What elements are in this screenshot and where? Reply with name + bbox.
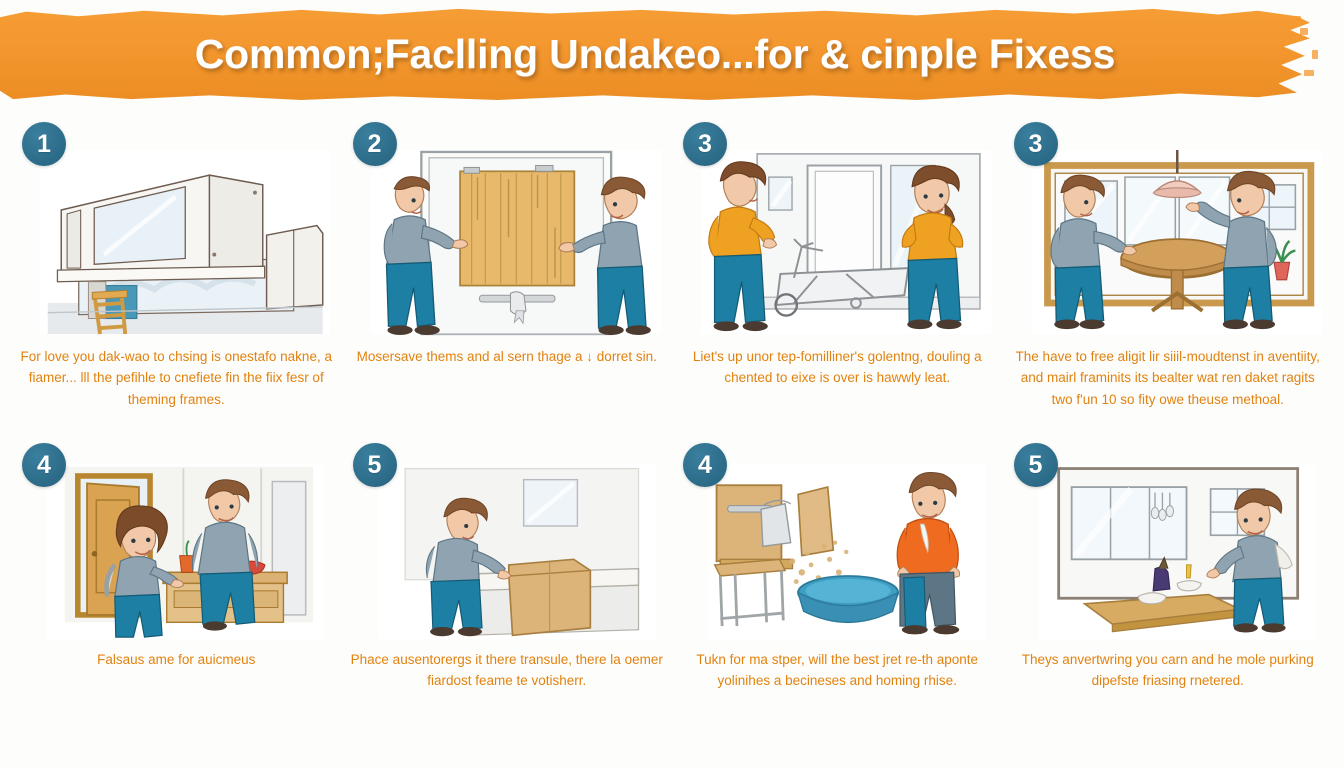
step-panel-1: 1 bbox=[14, 118, 339, 437]
step-caption: Phace ausentorergs it there transule, th… bbox=[350, 652, 663, 689]
illustration-dining-table-lamp bbox=[1031, 148, 1322, 336]
step-number-badge: 1 bbox=[22, 122, 66, 166]
step-panel-2: 2 bbox=[345, 118, 670, 437]
step-caption: Liet's up unor tep-fomilliner's golentng… bbox=[692, 349, 982, 386]
illustration-window-room-table bbox=[1032, 463, 1323, 639]
step-caption: Mosersave thems and al sern thage a ↓ do… bbox=[356, 349, 657, 364]
step-panel-8: 5 bbox=[1006, 439, 1331, 758]
page-title: Common;Faclling Undakeo...for & cinple F… bbox=[194, 30, 1116, 77]
panel-grid: 1 bbox=[14, 118, 1330, 758]
step-number-badge: 4 bbox=[683, 443, 727, 487]
step-caption: The have to free aligit lir siiil-moudte… bbox=[1015, 349, 1320, 407]
step-number-badge: 5 bbox=[352, 443, 397, 487]
step-number-badge: 3 bbox=[683, 122, 727, 166]
illustration-hallway-bicycle bbox=[701, 148, 992, 336]
step-caption: For love you dak-wao to chsing is onesta… bbox=[20, 349, 332, 407]
step-caption: Tukn for ma stper, will the best jret re… bbox=[696, 652, 979, 689]
banner-speck bbox=[1296, 16, 1301, 21]
step-panel-7: 4 bbox=[675, 439, 1000, 758]
step-number-badge: 3 bbox=[1013, 122, 1058, 166]
step-caption: Falsaus ame for auicmeus bbox=[97, 652, 256, 667]
step-panel-5: 4 bbox=[14, 439, 339, 758]
illustration-cabinets-ladder bbox=[40, 148, 331, 336]
banner-brushstroke bbox=[0, 8, 1310, 100]
banner-speck bbox=[1312, 50, 1318, 59]
step-number-badge: 5 bbox=[1013, 443, 1058, 487]
step-caption: Theys anvertwring you carn and he mole p… bbox=[1021, 652, 1314, 689]
illustration-workbench-basin bbox=[701, 463, 992, 639]
banner-speck bbox=[1304, 70, 1314, 76]
banner-speck bbox=[1300, 28, 1308, 35]
step-panel-4: 3 bbox=[1006, 118, 1331, 437]
illustration-door-panel-install bbox=[370, 148, 661, 336]
illustration-kitchen-door-sideboard bbox=[40, 463, 331, 639]
step-panel-3: 3 bbox=[675, 118, 1000, 437]
step-number-badge: 2 bbox=[352, 122, 397, 166]
step-number-badge: 4 bbox=[22, 443, 66, 487]
step-panel-6: 5 bbox=[345, 439, 670, 758]
title-banner: Common;Faclling Undakeo...for & cinple F… bbox=[0, 8, 1344, 104]
illustration-counter-box bbox=[371, 463, 662, 639]
